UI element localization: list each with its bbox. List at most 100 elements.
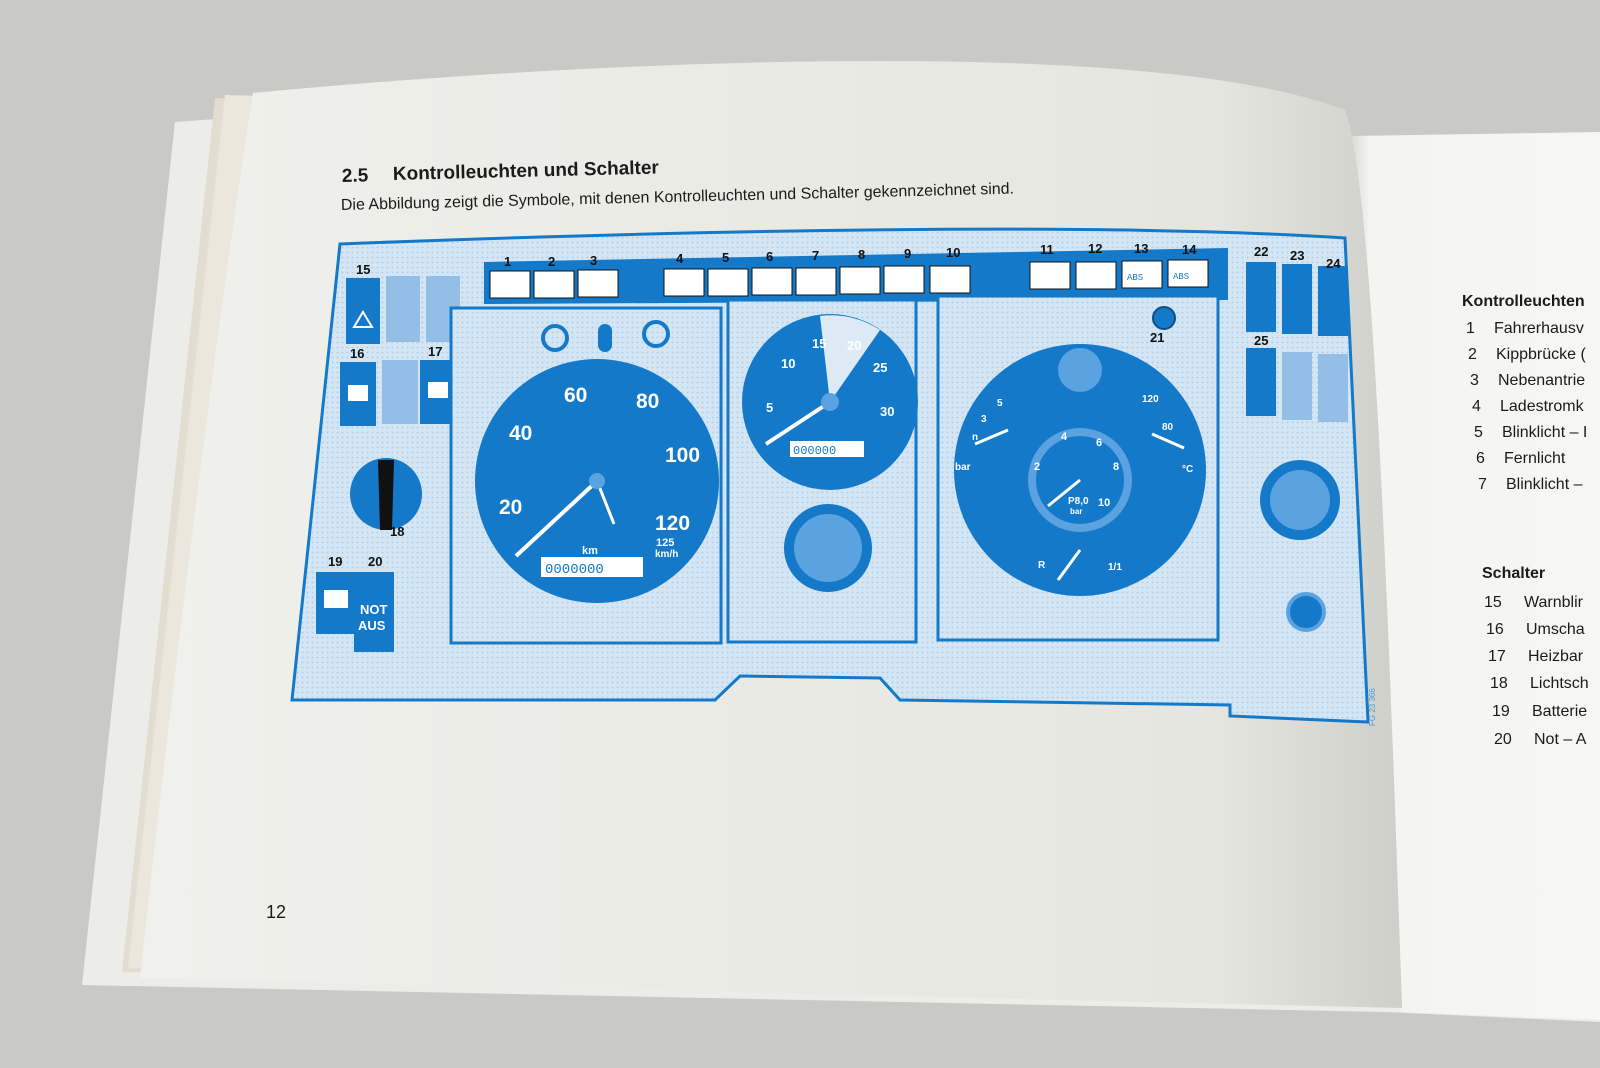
speed-label-40: 40 [509,422,532,445]
air-label-8: 8 [1113,461,1119,473]
switch-22 [1246,262,1276,332]
kontroll-num-5: 5 [1474,424,1483,441]
speed-label-20: 20 [499,496,522,519]
right-switch-panel [1246,262,1348,632]
callout-14: 14 [1182,242,1197,257]
schalter-num-16: 16 [1486,621,1504,638]
callout-10: 10 [946,245,960,260]
kontroll-text-3: Nebenantrie [1498,372,1585,389]
speed-unit: km/h [655,549,678,560]
warning-icons [489,259,1209,299]
oil-pressure-needle [974,428,1009,446]
speed-label-80: 80 [636,390,659,413]
schalter-text-19: Batterie [1532,703,1587,720]
schalter-heading: Schalter [1482,565,1545,582]
battery-switch-icon [324,590,348,608]
oil-label-5: 5 [997,398,1003,409]
air-label-10: 10 [1098,497,1110,509]
schalter-num-18: 18 [1490,675,1508,692]
speed-label-120: 120 [655,512,690,535]
figure-code: FG 23 366 [1368,688,1377,726]
air-pressure-unit: bar [1070,507,1082,516]
schalter-num-19: 19 [1492,703,1510,720]
schalter-text-18: Lichtsch [1530,675,1589,692]
blank-switch-e [1318,354,1348,422]
speedometer-needle [514,479,599,558]
kontroll-num-3: 3 [1470,372,1479,389]
oil-pressure-unit: bar [955,462,971,473]
kontroll-num-6: 6 [1476,450,1485,467]
callout-3: 3 [590,253,597,268]
speed-max-label: 125 [656,537,674,549]
kontroll-heading: Kontrolleuchten [1462,293,1585,310]
callout-16: 16 [350,346,364,361]
schalter-text-17: Heizbar [1528,648,1584,665]
brake-wear-gauge-face [794,514,862,582]
kontroll-num-2: 2 [1468,346,1477,363]
callout-25: 25 [1254,333,1268,348]
callout-20: 20 [368,554,382,569]
kontroll-text-1: Fahrerhausv [1494,320,1584,337]
callout-13: 13 [1134,241,1148,256]
callout-23: 23 [1290,248,1304,263]
odometer-value: 0000000 [545,562,604,578]
kontroll-text-6: Fernlicht [1504,450,1566,467]
speed-label-60: 60 [564,384,587,407]
round-knob [1286,592,1326,632]
air-pressure-needle [1047,478,1081,508]
callout-6: 6 [766,249,773,264]
schalter-num-20: 20 [1494,731,1512,748]
speed-label-100: 100 [665,444,700,467]
tachometer-green-zone [820,315,880,402]
abs-icon [1121,260,1163,289]
speedometer-hub [589,473,605,489]
rpm-label-30: 30 [880,404,894,419]
mini-indicator [598,324,612,352]
window-heat-icon-box [428,382,448,398]
fuel-label-full: 1/1 [1108,562,1122,573]
odometer-unit: km [582,545,598,557]
horn-icon-box [348,385,368,401]
right-page [1350,132,1600,1020]
axle-lock-icon [929,265,971,294]
page-number: 12 [266,902,286,922]
rpm-label-20: 20 [847,338,861,353]
kontroll-num-1: 1 [1466,320,1475,337]
callout-22: 22 [1254,244,1268,259]
light-switch-knob [378,460,394,530]
trip-counter-box [790,441,864,457]
callout-21: 21 [1150,330,1164,345]
rpm-label-25: 25 [873,360,887,375]
odometer-box [541,557,643,577]
callout-17: 17 [428,344,442,359]
notaus-line2: AUS [358,618,386,633]
fuel-mini-gauge [642,320,670,348]
turn-signal-left-icon [707,268,749,297]
temp-unit: °C [1182,464,1193,475]
pto-icon [577,269,619,298]
callout-7: 7 [812,248,819,263]
kontroll-text-4: Ladestromk [1500,398,1585,415]
fuel-needle [1056,549,1082,581]
schalter-text-15: Warnblir [1524,594,1584,611]
blank-switch-c [382,360,418,424]
warning-lamp-21 [1152,306,1176,330]
rpm-label-15: 15 [812,336,826,351]
callout-18: 18 [390,524,404,539]
abs-trailer-icon [1075,261,1117,290]
air-label-4: 4 [1061,431,1068,443]
schalter-num-17: 17 [1488,648,1506,665]
cab-tilt-icon [489,270,531,299]
rpm-label-10: 10 [781,356,795,371]
temp-needle [1151,432,1185,450]
switch-23 [1282,264,1312,334]
switch-25 [1246,348,1276,416]
notaus-line1: NOT [360,602,388,617]
schalter-text-20: Not – A [1534,731,1587,748]
oil-label-n: n [972,432,978,443]
air-pressure-value: P8,0 [1068,496,1089,507]
tipper-icon [533,270,575,299]
abs-fault-icon [1167,259,1209,288]
callout-12: 12 [1088,241,1102,256]
abs-fault-icon-label: ABS [1173,272,1189,282]
